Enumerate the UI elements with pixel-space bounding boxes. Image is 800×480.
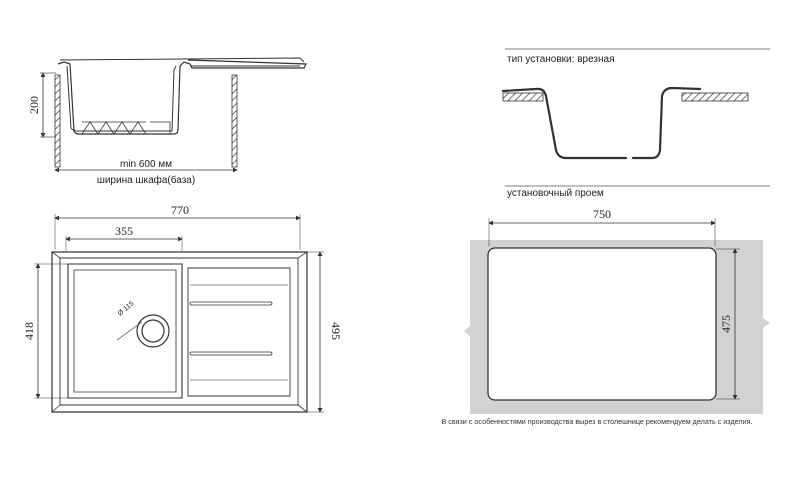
drainer-outline [187,267,291,397]
installation-type: тип установки: врезная [501,48,770,160]
drain-inner [141,319,165,343]
bowl-outline [67,263,183,399]
overall-width-label: 770 [171,203,189,217]
installation-note: В связи с особенностями производства выр… [442,417,753,426]
installation-opening: установочный проем 750 475 В связи с осо… [442,185,770,426]
opening-label: установочный проем [507,188,604,199]
drainer-groove-2 [189,351,273,356]
cabinet-wall-right [231,74,238,168]
opening-cutout [487,247,717,401]
bowl-inner [73,269,177,393]
height-200-label: 200 [27,96,41,114]
bowl-width-label: 355 [115,224,133,238]
countertop-right [681,92,749,102]
sink-profile [57,59,307,135]
top-view: 770 355 Ø 115 418 49 [22,203,343,413]
drainer-groove-1 [189,301,273,306]
min-width-label: min 600 мм [120,159,172,170]
overall-height-label: 495 [329,322,343,340]
opening-height-label: 475 [719,315,733,333]
opening-width-label: 750 [593,207,611,221]
side-view: 200 min 600 мм ширина шкафа(база) [27,57,307,186]
sink-profile-inner [66,65,300,132]
sink-section-left [501,87,628,160]
countertop-left [502,92,544,102]
installation-type-label: тип установки: врезная [507,54,615,65]
sink-outline [51,251,308,413]
sink-rim [59,57,305,63]
underside-lattice [81,121,171,135]
cabinet-width-label: ширина шкафа(база) [97,174,195,186]
bowl-height-label: 418 [22,322,36,340]
sink-section-right [631,86,702,160]
cabinet-wall-left [54,74,61,168]
drain-outer [136,314,170,348]
